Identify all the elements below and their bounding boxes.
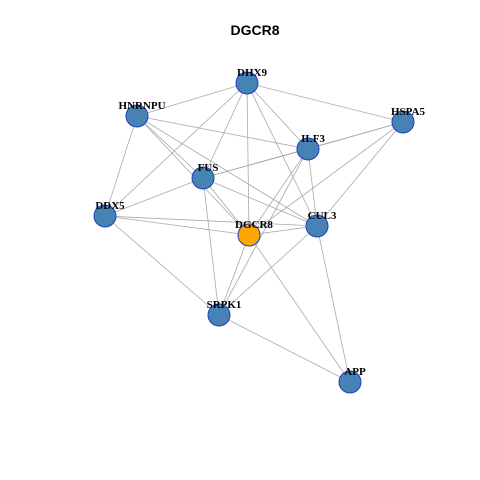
- edge-dhx9-cul3: [246, 82, 318, 227]
- node-label-hspa5: HSPA5: [391, 106, 426, 118]
- edge-dhx9-ilf3: [246, 82, 309, 150]
- edge-cul3-app: [316, 225, 351, 383]
- node-hspa5[interactable]: [391, 110, 415, 134]
- node-label-hnrnpu: HNRNPU: [118, 100, 165, 112]
- edge-fus-cul3: [202, 177, 318, 227]
- node-label-ilf3: ILF3: [301, 133, 325, 145]
- node-hnrnpu[interactable]: [125, 104, 149, 128]
- edge-dgcr8-app: [248, 234, 351, 383]
- edge-hnrnpu-ddx5: [104, 115, 138, 217]
- node-srpk1[interactable]: [207, 303, 231, 327]
- edge-ilf3-fus: [202, 148, 309, 179]
- edge-fus-srpk1: [202, 177, 220, 316]
- node-label-dhx9: DHX9: [237, 67, 267, 79]
- edge-dhx9-ddx5: [104, 82, 248, 217]
- edge-dhx9-fus: [202, 82, 248, 179]
- node-layer: [93, 71, 415, 394]
- node-dhx9[interactable]: [235, 71, 259, 95]
- edge-ilf3-cul3: [307, 148, 318, 227]
- node-ilf3[interactable]: [296, 137, 320, 161]
- edge-hnrnpu-ilf3: [136, 115, 309, 150]
- node-label-app: APP: [344, 366, 366, 378]
- edge-fus-ddx5: [104, 177, 204, 217]
- node-label-dgcr8: DGCR8: [235, 219, 273, 231]
- node-ddx5[interactable]: [93, 204, 117, 228]
- edge-hnrnpu-fus: [136, 115, 204, 179]
- edge-dhx9-hnrnpu: [136, 82, 248, 117]
- edge-dgcr8-srpk1: [218, 234, 250, 316]
- node-dgcr8[interactable]: [237, 223, 261, 247]
- node-label-cul3: CUL3: [308, 210, 337, 222]
- node-fus[interactable]: [191, 166, 215, 190]
- edge-ddx5-cul3: [104, 215, 318, 227]
- edge-dhx9-dgcr8: [246, 82, 250, 236]
- edge-cul3-srpk1: [218, 225, 318, 316]
- edge-ddx5-dgcr8: [104, 215, 250, 236]
- edge-srpk1-app: [218, 314, 351, 383]
- node-label-ddx5: DDX5: [95, 200, 125, 212]
- node-cul3[interactable]: [305, 214, 329, 238]
- edge-hspa5-dgcr8: [248, 121, 404, 236]
- edge-ddx5-srpk1: [104, 215, 220, 316]
- edge-ilf3-dgcr8: [248, 148, 309, 236]
- node-label-srpk1: SRPK1: [207, 299, 242, 311]
- node-app[interactable]: [338, 370, 362, 394]
- node-label-fus: FUS: [198, 162, 219, 174]
- edge-hspa5-cul3: [316, 121, 404, 227]
- graph-title: DGCR8: [230, 22, 279, 38]
- edge-ilf3-srpk1: [218, 148, 309, 316]
- edge-dhx9-hspa5: [246, 82, 404, 123]
- edge-fus-dgcr8: [202, 177, 250, 236]
